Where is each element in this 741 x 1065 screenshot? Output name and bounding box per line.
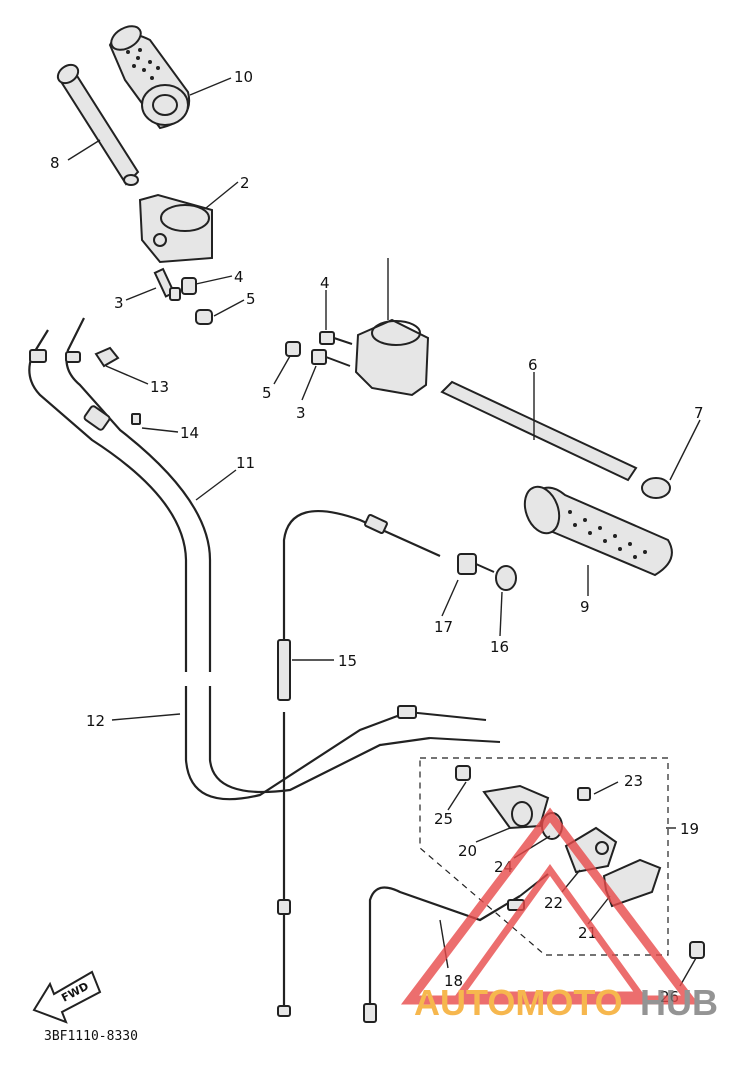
throttle-grip	[108, 25, 191, 130]
bolt-26	[689, 941, 705, 959]
bolt-4-right	[319, 331, 353, 345]
callout-20: 20	[458, 842, 477, 860]
clutch-cable	[277, 509, 441, 1017]
handle-grip-right	[523, 485, 673, 577]
watermark-text-hub: HUB	[640, 982, 718, 1023]
callout-5-right: 5	[262, 384, 272, 402]
callout-5-left: 5	[246, 290, 256, 308]
callout-8: 8	[50, 154, 60, 172]
callout-10: 10	[234, 68, 253, 86]
callout-14: 14	[180, 424, 199, 442]
cable-ends-11-12	[397, 705, 501, 743]
throttle-cable-pull	[28, 329, 409, 801]
bolt-25	[455, 765, 471, 781]
bolt-4-left	[181, 277, 197, 295]
automotohub-watermark: AUTOMOTO HUB	[400, 807, 718, 1023]
callout-2: 2	[240, 174, 250, 192]
watermark-text-automoto: AUTOMOTO	[414, 982, 623, 1023]
locknut	[495, 565, 517, 591]
callout-11: 11	[236, 454, 255, 472]
callout-13: 13	[150, 378, 169, 396]
callout-12: 12	[86, 712, 105, 730]
drawing-code: 3BF1110-8330	[44, 1029, 138, 1044]
leader-lines	[67, 77, 701, 987]
handlebar-right-tube	[440, 380, 638, 482]
callout-23: 23	[624, 772, 643, 790]
bolt-3-right	[311, 349, 351, 367]
fwd-label: FWD	[59, 980, 91, 1005]
callout-4-left: 4	[234, 268, 244, 286]
watermark-triangle-logo	[400, 807, 700, 1005]
handlebar-holder-left	[138, 193, 213, 264]
screw-23	[577, 787, 591, 801]
handlebar-holder-right	[354, 258, 430, 397]
cable-adjuster	[457, 553, 495, 575]
screw-14	[131, 413, 141, 425]
nut-5-right	[285, 341, 301, 357]
cable-guide-plate	[94, 346, 120, 368]
throttle-cable-return	[65, 317, 431, 794]
callout-18: 18	[444, 972, 463, 990]
callout-3-left: 3	[114, 294, 124, 312]
callout-22: 22	[544, 894, 563, 912]
fwd-arrow: FWD	[32, 970, 102, 1024]
nut-5-left	[195, 309, 213, 325]
bar-end-weight	[641, 477, 671, 499]
callout-17: 17	[434, 618, 453, 636]
starter-lever	[482, 784, 550, 830]
handlebar-left-tube	[56, 63, 140, 186]
callout-6: 6	[528, 356, 538, 374]
callout-7: 7	[694, 404, 704, 422]
callout-19: 19	[680, 820, 699, 838]
callout-25: 25	[434, 810, 453, 828]
bolt-3-left	[153, 267, 181, 301]
starter-lever-assembly-box	[419, 757, 669, 956]
callout-3-right: 3	[296, 404, 306, 422]
callout-9: 9	[580, 598, 590, 616]
lever-holder-22	[564, 826, 618, 874]
callout-15: 15	[338, 652, 357, 670]
callout-16: 16	[490, 638, 509, 656]
callout-4-right: 4	[320, 274, 330, 292]
